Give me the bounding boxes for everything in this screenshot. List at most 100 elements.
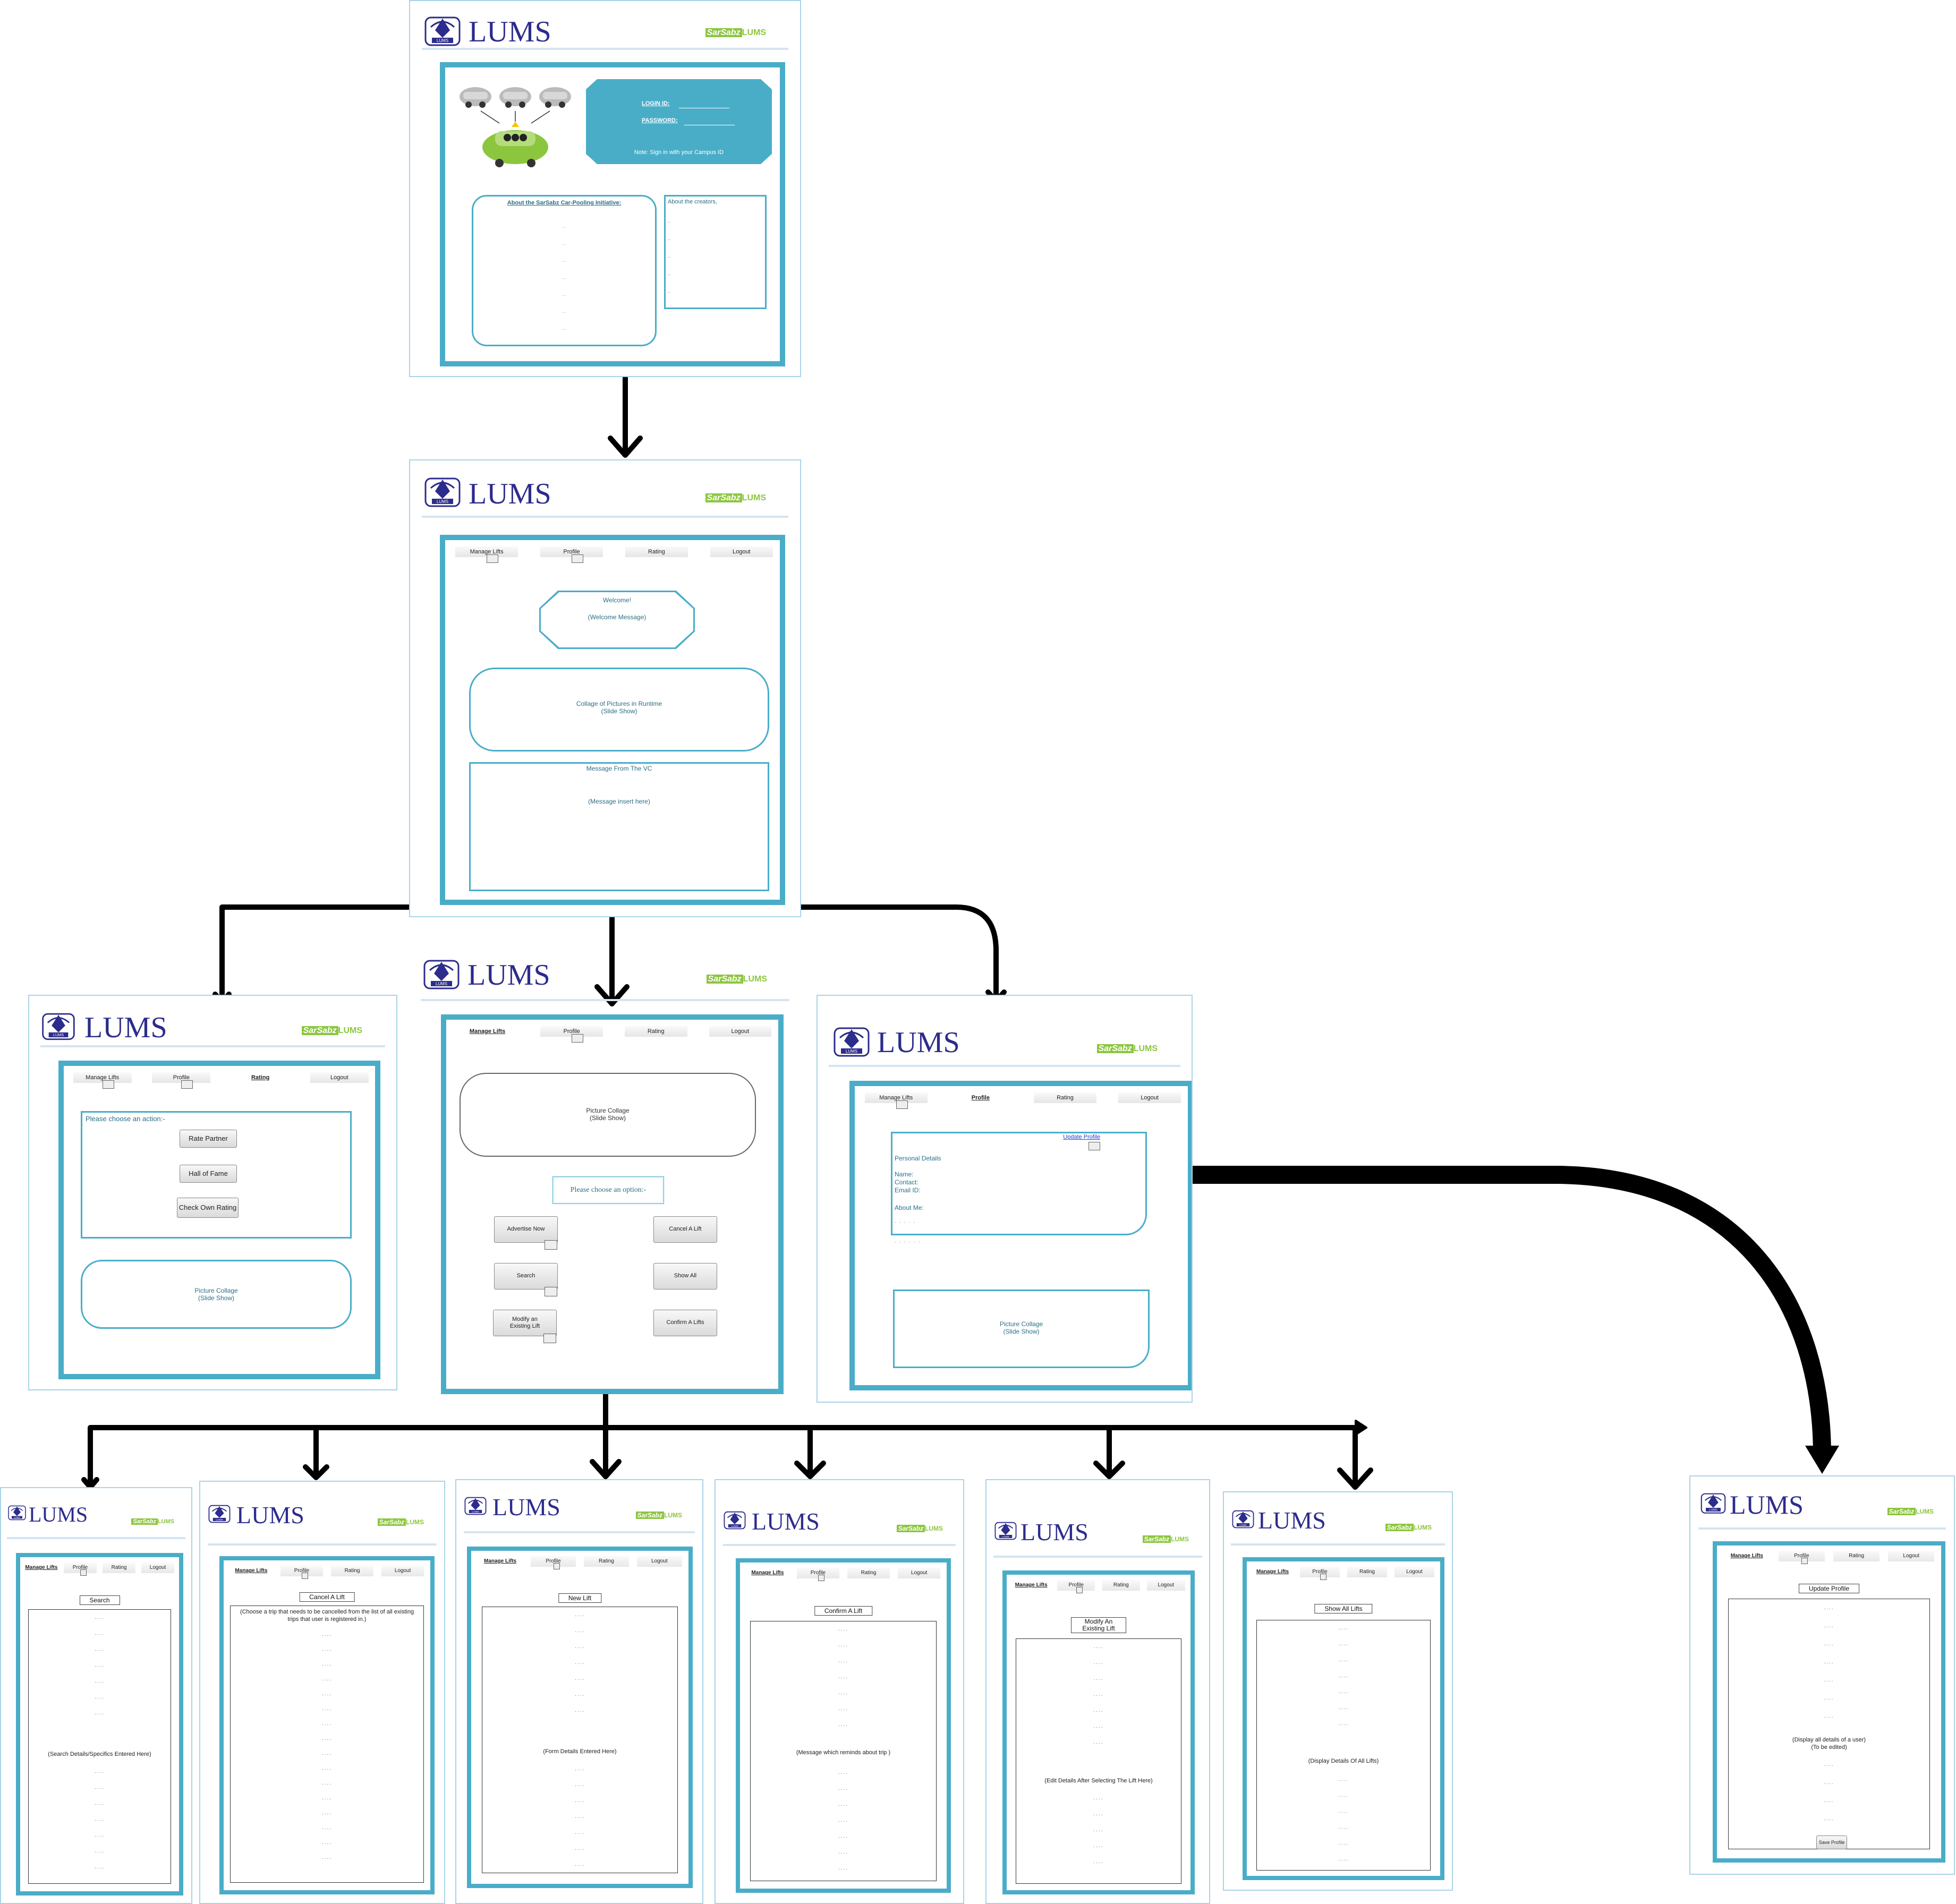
- about-me-label: About Me:: [895, 1204, 924, 1211]
- tab-profile[interactable]: Profile: [280, 1566, 324, 1579]
- tab-profile[interactable]: Profile: [1299, 1567, 1340, 1580]
- lums-logo-icon: LUMS: [464, 1495, 487, 1516]
- tab-logout[interactable]: Logout: [1394, 1567, 1435, 1577]
- tab-logout[interactable]: Logout: [1888, 1551, 1935, 1561]
- tab-rating[interactable]: Rating: [625, 1026, 687, 1037]
- tab-logout[interactable]: Logout: [310, 1072, 369, 1083]
- tab-rating[interactable]: Rating: [584, 1556, 629, 1567]
- tab-profile[interactable]: Profile: [64, 1563, 97, 1576]
- header-divider: [40, 1045, 386, 1047]
- tab-rating[interactable]: Rating: [1102, 1580, 1141, 1591]
- nav-bar: Manage Lifts Profile Rating Logout: [456, 1026, 772, 1043]
- cancel-lift-button[interactable]: Cancel A Lift: [653, 1216, 717, 1243]
- page-title: Search: [79, 1595, 120, 1605]
- tab-profile[interactable]: Profile: [1057, 1580, 1095, 1593]
- hall-of-fame-button[interactable]: Hall of Fame: [180, 1165, 237, 1183]
- search-button[interactable]: Search: [494, 1263, 558, 1296]
- collage-title: Picture Collage: [194, 1287, 238, 1294]
- tab-manage-lifts[interactable]: Manage Lifts: [483, 1558, 517, 1564]
- modify-lift-button[interactable]: Modify an Existing Lift: [493, 1310, 557, 1343]
- tab-manage-lifts[interactable]: Manage Lifts: [864, 1092, 928, 1109]
- save-profile-button[interactable]: Save Profile: [1816, 1835, 1848, 1849]
- tab-rating[interactable]: Rating: [330, 1566, 374, 1576]
- show-all-button[interactable]: Show All: [653, 1263, 717, 1290]
- brand-name: LUMS: [467, 959, 550, 992]
- tab-rating[interactable]: Rating: [1833, 1551, 1880, 1561]
- nav-bar: Manage Lifts Profile Rating Logout: [864, 1092, 1181, 1109]
- login-panel: LOGIN ID: PASSWORD: Note: Sign in with y…: [586, 79, 772, 164]
- tab-profile[interactable]: Profile: [971, 1095, 990, 1101]
- dropdown-icon: [1088, 1142, 1100, 1150]
- tab-logout[interactable]: Logout: [381, 1566, 424, 1576]
- tab-manage-lifts[interactable]: Manage Lifts: [73, 1072, 132, 1089]
- dropdown-icon: [553, 1563, 560, 1569]
- tab-logout[interactable]: Logout: [1147, 1580, 1185, 1591]
- tab-profile[interactable]: Profile: [531, 1556, 576, 1569]
- tab-rating[interactable]: Rating: [1034, 1092, 1096, 1103]
- svg-text:LUMS: LUMS: [14, 1516, 20, 1519]
- dropdown-icon: [572, 554, 583, 563]
- tab-logout[interactable]: Logout: [1118, 1092, 1181, 1103]
- tab-rating[interactable]: Rating: [251, 1074, 270, 1081]
- tab-logout[interactable]: Logout: [709, 1026, 772, 1037]
- tab-rating[interactable]: Rating: [625, 547, 688, 557]
- tab-manage-lifts[interactable]: Manage Lifts: [751, 1570, 784, 1576]
- tab-manage-lifts[interactable]: Manage Lifts: [235, 1568, 268, 1574]
- personal-details-box: Update Profile Personal Details Name: Co…: [891, 1132, 1147, 1243]
- confirm-lift-button[interactable]: Confirm A Lifts: [653, 1310, 717, 1336]
- carpool-illustration: [460, 87, 571, 167]
- brand-name: LUMS: [469, 477, 551, 510]
- dropdown-icon: [818, 1575, 824, 1581]
- check-own-rating-button[interactable]: Check Own Rating: [177, 1198, 239, 1218]
- collage-subtitle: (Slide Show): [601, 707, 637, 715]
- tab-manage-lifts[interactable]: Manage Lifts: [469, 1028, 506, 1035]
- update-profile-link[interactable]: Update Profile: [1063, 1134, 1100, 1140]
- about-initiative-placeholder: ..............: [562, 224, 567, 331]
- tab-logout[interactable]: Logout: [637, 1556, 682, 1567]
- tab-manage-lifts[interactable]: Manage Lifts: [1730, 1553, 1763, 1559]
- collage-title: Picture Collage: [999, 1320, 1043, 1328]
- svg-text:LUMS: LUMS: [436, 981, 447, 986]
- tab-manage-lifts[interactable]: Manage Lifts: [25, 1565, 58, 1570]
- car-icon: [460, 87, 571, 108]
- tab-profile[interactable]: Profile: [796, 1568, 840, 1581]
- tab-logout[interactable]: Logout: [710, 547, 773, 557]
- vc-message-text: (Message insert here): [588, 798, 650, 805]
- login-id-label: LOGIN ID:: [642, 100, 670, 107]
- arrow-login-to-home-head: [608, 436, 643, 458]
- tab-rating[interactable]: Rating: [1347, 1567, 1388, 1577]
- content-text: (Search Details/Specifics Entered Here): [48, 1751, 151, 1757]
- advertise-now-button[interactable]: Advertise Now: [494, 1216, 558, 1250]
- about-creators-box: About the creators, ..........: [664, 195, 767, 309]
- tab-rating[interactable]: Rating: [103, 1563, 135, 1573]
- brand-name: LUMS: [752, 1508, 820, 1535]
- rate-partner-button[interactable]: Rate Partner: [180, 1130, 237, 1148]
- tab-logout[interactable]: Logout: [897, 1568, 941, 1578]
- tab-profile[interactable]: Profile: [540, 1026, 603, 1043]
- tab-profile[interactable]: Profile: [152, 1072, 211, 1089]
- dropdown-icon: [572, 1034, 584, 1043]
- brand-name: LUMS: [1258, 1507, 1326, 1534]
- tab-rating[interactable]: Rating: [847, 1568, 890, 1578]
- about-initiative-box: About the SarSabz Car-Pooling Initiative…: [472, 195, 657, 346]
- dropdown-icon: [1320, 1574, 1326, 1580]
- collage-title: Picture Collage: [586, 1107, 630, 1114]
- tab-manage-lifts[interactable]: Manage Lifts: [455, 547, 518, 563]
- tab-logout[interactable]: Logout: [141, 1563, 175, 1573]
- tab-manage-lifts[interactable]: Manage Lifts: [1015, 1582, 1048, 1588]
- page-title: Update Profile: [1798, 1584, 1860, 1593]
- placeholder-dots: ....................: [1093, 1795, 1104, 1865]
- tab-profile[interactable]: Profile: [1778, 1551, 1825, 1564]
- tab-profile[interactable]: Profile: [540, 547, 603, 563]
- tab-manage-lifts[interactable]: Manage Lifts: [1256, 1569, 1289, 1575]
- page-title: Show All Lifts: [1314, 1604, 1373, 1613]
- content-frame: Manage Lifts Profile Rating Logout Confi…: [736, 1558, 951, 1893]
